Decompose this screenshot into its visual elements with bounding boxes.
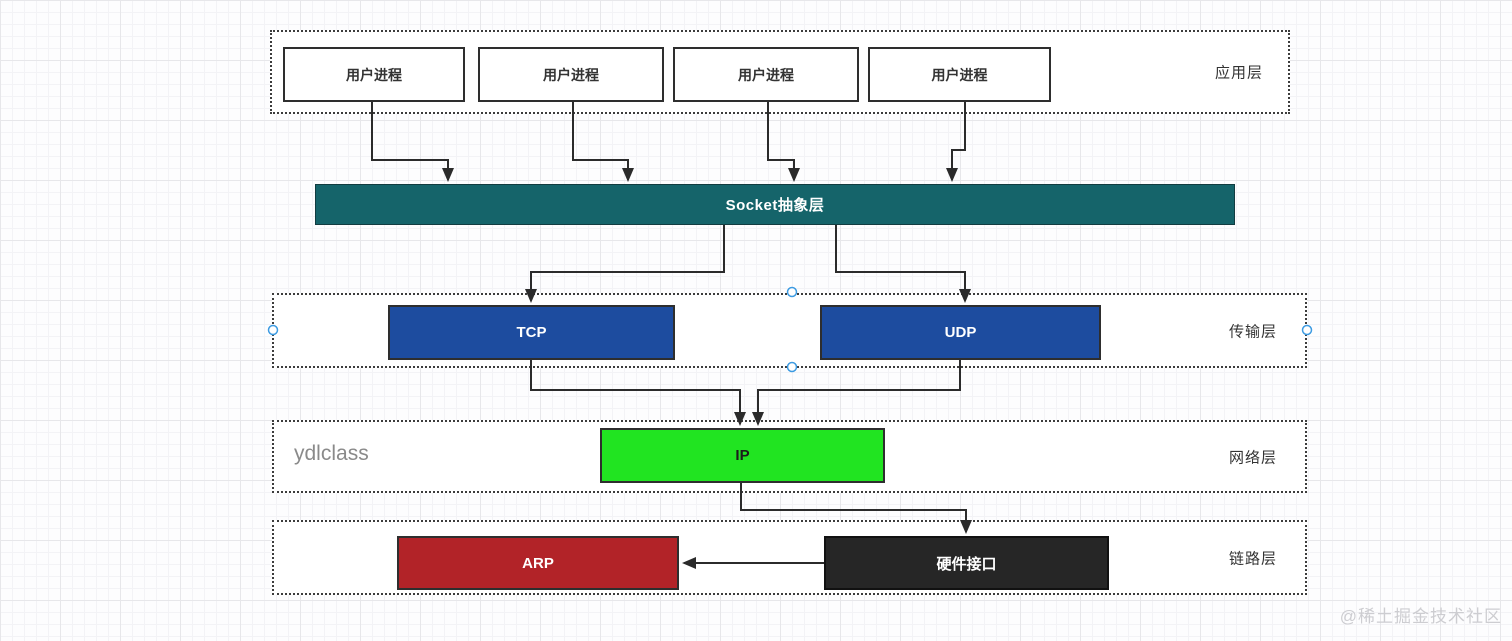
selection-handle-bottom[interactable] xyxy=(786,361,798,373)
tcp-label: TCP xyxy=(516,324,547,341)
link-layer-label: 链路层 xyxy=(1228,550,1277,567)
transport-layer-label: 传输层 xyxy=(1228,323,1277,340)
watermark: @稀土掘金技术社区 xyxy=(1339,607,1502,626)
ip-label: IP xyxy=(735,447,750,464)
user-process-box-2[interactable]: 用户进程 xyxy=(478,47,664,102)
arp-box[interactable]: ARP xyxy=(397,536,679,590)
connector-tcp-ip xyxy=(530,360,746,426)
user-process-box-3[interactable]: 用户进程 xyxy=(673,47,859,102)
user-process-label: 用户进程 xyxy=(931,66,988,83)
connector-socket-tcp xyxy=(525,225,725,303)
socket-abstraction-bar[interactable]: Socket抽象层 xyxy=(315,184,1235,225)
selection-handle-left[interactable] xyxy=(267,324,279,336)
ip-box[interactable]: IP xyxy=(600,428,885,483)
user-process-label: 用户进程 xyxy=(738,66,794,83)
udp-label: UDP xyxy=(944,324,977,341)
udp-box[interactable]: UDP xyxy=(820,305,1101,360)
user-process-box-4[interactable]: 用户进程 xyxy=(868,47,1051,102)
connector-socket-udp xyxy=(835,225,971,303)
annotation-ydlclass: ydlclass xyxy=(294,442,369,465)
socket-bar-label: Socket抽象层 xyxy=(725,197,825,214)
tcp-box[interactable]: TCP xyxy=(388,305,675,360)
arp-label: ARP xyxy=(522,554,554,572)
application-layer-label: 应用层 xyxy=(1214,64,1263,82)
user-process-box-1[interactable]: 用户进程 xyxy=(283,47,465,102)
user-process-label: 用户进程 xyxy=(543,66,599,83)
hardware-interface-label: 硬件接口 xyxy=(936,555,997,573)
selection-handle-right[interactable] xyxy=(1301,324,1313,336)
hardware-interface-box[interactable]: 硬件接口 xyxy=(824,536,1109,590)
selection-handle-top[interactable] xyxy=(786,286,798,298)
network-layer-label: 网络层 xyxy=(1228,449,1277,466)
user-process-label: 用户进程 xyxy=(346,66,402,83)
